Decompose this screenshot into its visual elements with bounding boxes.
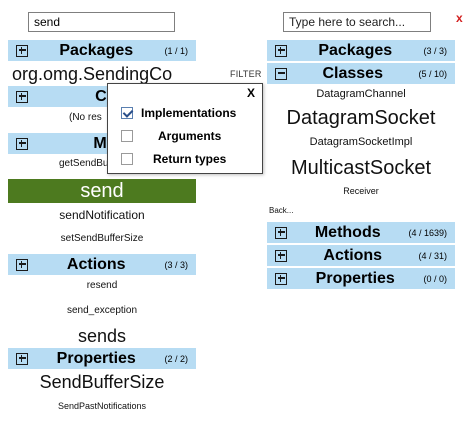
class-item-datagramchannel[interactable]: DatagramChannel <box>316 88 406 100</box>
header-title: Actions <box>323 246 383 264</box>
checkbox[interactable] <box>121 107 133 119</box>
property-item-sendpastnotifications[interactable]: SendPastNotifications <box>57 401 147 411</box>
header-title: Properties <box>56 349 136 367</box>
expand-icon[interactable] <box>275 226 287 239</box>
right-properties-header[interactable]: Properties (0 / 0) <box>267 268 455 289</box>
header-count: (0 / 0) <box>423 273 447 284</box>
expand-icon[interactable] <box>275 44 287 57</box>
expand-icon[interactable] <box>275 272 287 285</box>
filter-popup: X Implementations Arguments Return types <box>107 83 263 174</box>
checkbox[interactable] <box>121 153 133 165</box>
header-count: (3 / 3) <box>423 45 447 56</box>
header-count: (2 / 2) <box>164 353 188 364</box>
right-methods-header[interactable]: Methods (4 / 1639) <box>267 222 455 243</box>
selected-method-send[interactable]: send <box>8 179 196 203</box>
left-actions-header[interactable]: Actions (3 / 3) <box>8 254 196 275</box>
filter-option-label: Return types <box>153 152 227 166</box>
close-button[interactable]: x <box>456 11 463 25</box>
property-item-sendbuffersize[interactable]: SendBufferSize <box>39 372 165 392</box>
header-count: (5 / 10) <box>418 68 447 79</box>
right-packages-header[interactable]: Packages (3 / 3) <box>267 40 455 61</box>
action-item-sends[interactable]: sends <box>77 326 127 346</box>
action-item-resend[interactable]: resend <box>86 280 118 291</box>
method-item-setsendbuffersize[interactable]: setSendBufferSize <box>60 233 144 244</box>
action-item-send-exception[interactable]: send_exception <box>66 305 138 316</box>
method-item-sendnotification[interactable]: sendNotification <box>59 208 145 222</box>
expand-icon[interactable] <box>16 258 28 271</box>
header-title: Packages <box>59 41 134 59</box>
classes-empty-text: (No res <box>69 112 102 123</box>
right-search-input[interactable] <box>283 12 431 32</box>
filter-option-implementations[interactable]: Implementations <box>121 106 236 120</box>
expand-icon[interactable] <box>16 44 28 57</box>
right-actions-header[interactable]: Actions (4 / 31) <box>267 245 455 266</box>
query-package-name[interactable]: org.omg.SendingCo <box>12 64 173 84</box>
expand-icon[interactable] <box>16 137 28 150</box>
header-count: (1 / 1) <box>164 45 188 56</box>
expand-icon[interactable] <box>16 90 28 103</box>
header-title: Actions <box>66 255 126 273</box>
expand-icon[interactable] <box>16 352 28 365</box>
left-properties-header[interactable]: Properties (2 / 2) <box>8 348 196 369</box>
header-title: Methods <box>314 223 381 241</box>
checkbox[interactable] <box>121 130 133 142</box>
class-item-datagramsocket[interactable]: DatagramSocket <box>286 107 436 129</box>
header-title: Packages <box>318 41 393 59</box>
header-count: (3 / 3) <box>164 259 188 270</box>
header-count: (4 / 1639) <box>408 227 447 238</box>
right-classes-header[interactable]: Classes (5 / 10) <box>267 63 455 84</box>
collapse-icon[interactable] <box>275 67 287 80</box>
filter-close-button[interactable]: X <box>246 86 255 100</box>
class-item-datagramsocketimpl[interactable]: DatagramSocketImpl <box>309 136 413 148</box>
left-packages-header[interactable]: Packages (1 / 1) <box>8 40 196 61</box>
filter-button[interactable]: FILTER <box>230 69 262 79</box>
method-item[interactable]: getSendBu <box>59 158 109 169</box>
back-link[interactable]: Back... <box>269 206 294 215</box>
left-search-input[interactable] <box>28 12 175 32</box>
class-item-receiver[interactable]: Receiver <box>343 186 379 196</box>
filter-option-arguments[interactable]: Arguments <box>121 129 221 143</box>
header-title: Classes <box>322 64 383 82</box>
expand-icon[interactable] <box>275 249 287 262</box>
header-count: (4 / 31) <box>418 250 447 261</box>
filter-option-label: Implementations <box>141 106 237 120</box>
header-title: Properties <box>315 269 395 287</box>
filter-option-label: Arguments <box>158 129 222 143</box>
class-item-multicastsocket[interactable]: MulticastSocket <box>290 157 432 179</box>
filter-option-return-types[interactable]: Return types <box>121 152 226 166</box>
